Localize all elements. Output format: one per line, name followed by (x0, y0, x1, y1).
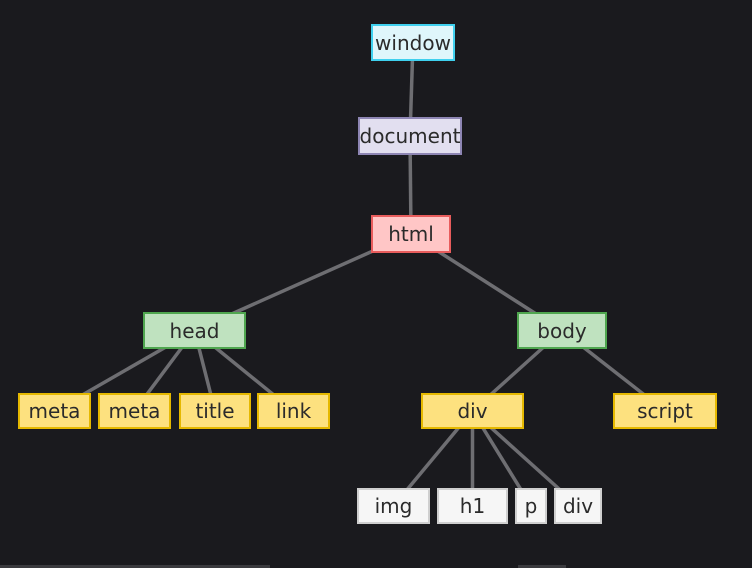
node-h1: h1 (437, 488, 508, 524)
node-title: title (179, 393, 251, 429)
bottom-divider (0, 565, 270, 568)
bottom-divider (518, 565, 566, 568)
node-p: p (515, 488, 547, 524)
node-link: link (257, 393, 330, 429)
node-script: script (613, 393, 717, 429)
node-div: div (421, 393, 524, 429)
node-img: img (357, 488, 430, 524)
node-document: document (358, 117, 462, 155)
node-head: head (143, 312, 246, 349)
node-html: html (371, 215, 451, 253)
node-meta: meta (98, 393, 171, 429)
node-window: window (371, 24, 455, 61)
node-div: div (554, 488, 602, 524)
node-body: body (517, 312, 607, 349)
node-meta: meta (18, 393, 91, 429)
